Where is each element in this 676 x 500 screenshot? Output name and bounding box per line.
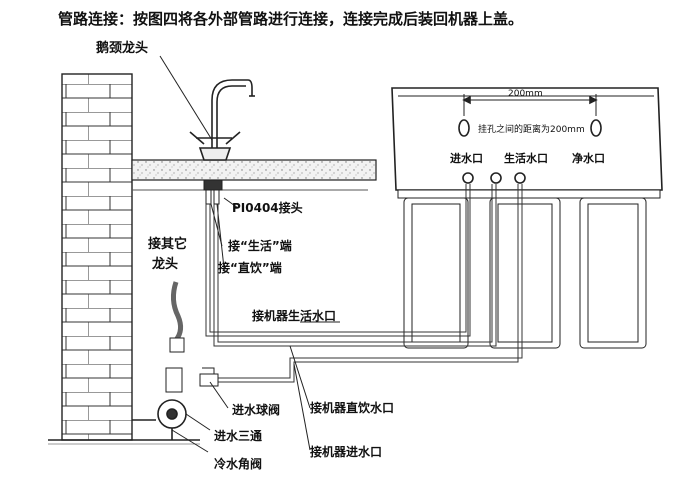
machine-port-living: 生活水口 <box>504 151 548 165</box>
machine-port-pure: 净水口 <box>572 151 605 165</box>
machine-dimension: 200mm <box>508 89 543 99</box>
label-cold-angle-valve: 冷水角阀 <box>214 456 262 471</box>
filter-canisters <box>403 197 647 349</box>
machine-hole-note: 挂孔之间的距离为200mm <box>478 123 585 135</box>
label-inlet-ball-valve: 进水球阀 <box>232 402 280 417</box>
label-pi0404-connector: PI0404接头 <box>232 200 303 215</box>
flex-hose <box>169 281 185 353</box>
page-title: 管路连接：按图四将各外部管路进行连接，连接完成后装回机器上盖。 <box>58 10 523 28</box>
gooseneck-faucet <box>189 79 255 161</box>
bottom-leaders <box>209 321 340 451</box>
label-gooseneck-faucet: 鹅颈龙头 <box>96 40 148 56</box>
pi0404-connector-body <box>203 179 223 205</box>
label-machine-inlet: 接机器进水口 <box>310 444 382 459</box>
brick-wall <box>61 73 133 441</box>
inlet-ball-valve <box>165 367 219 393</box>
label-inlet-tee: 进水三通 <box>214 428 262 443</box>
connection-pipes <box>205 184 523 383</box>
water-purifier-machine <box>391 87 663 199</box>
label-living-end: 接“生活”端 <box>228 238 292 253</box>
label-machine-living-outlet: 接机器生活水口 <box>252 308 336 323</box>
countertop <box>131 159 377 191</box>
label-other-faucet-2: 龙头 <box>152 256 178 272</box>
tee-and-angle-valve <box>132 399 211 453</box>
label-direct-drink-end: 接“直饮”端 <box>218 260 282 275</box>
floor <box>48 439 200 445</box>
label-other-faucet-1: 接其它 <box>148 236 187 252</box>
label-machine-direct-outlet: 接机器直饮水口 <box>310 400 394 415</box>
machine-port-inlet: 进水口 <box>450 151 483 165</box>
